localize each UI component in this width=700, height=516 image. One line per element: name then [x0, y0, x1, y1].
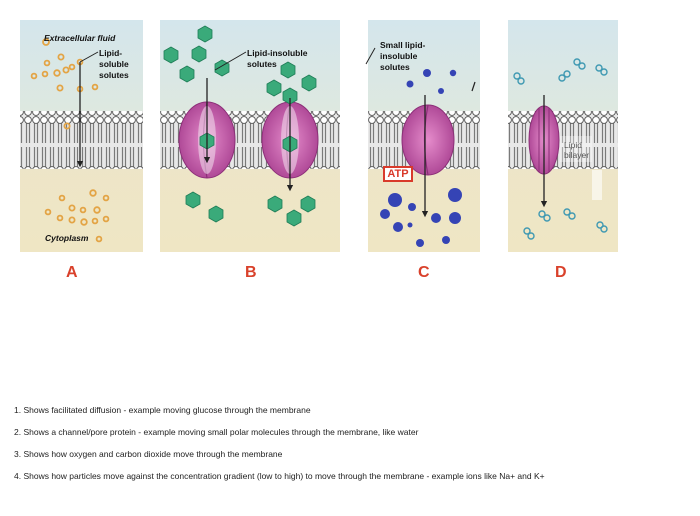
lipid-soluble-solutes-bottom — [44, 189, 110, 243]
panel-c — [365, 20, 480, 252]
panel-a-membrane — [20, 111, 143, 169]
statement-1: 1. Shows facilitated diffusion - example… — [14, 405, 311, 415]
small-lipid-insoluble-label-3: solutes — [380, 62, 410, 72]
carrier-protein — [401, 104, 455, 176]
small-lipid-insoluble-label-2: insoluble — [380, 51, 418, 61]
panel-label-b: B — [245, 264, 257, 281]
panel-label-a: A — [66, 264, 78, 281]
panel-a-pointer — [79, 51, 99, 63]
panel-c-pointer — [365, 47, 376, 65]
atp-badge: ATP — [383, 166, 413, 182]
small-lipid-insoluble-label-1: Small lipid- — [380, 40, 426, 50]
statement-list: 1. Shows facilitated diffusion - example… — [14, 404, 545, 492]
extracellular-fluid-label: Extracellular fluid — [44, 33, 116, 43]
statement-4: 4. Shows how particles move against the … — [14, 471, 545, 481]
lipid-soluble-label-1: Lipid- — [99, 48, 123, 58]
panel-b — [160, 20, 340, 252]
panel-d-membrane — [508, 111, 618, 169]
lipid-soluble-solutes-top — [30, 38, 99, 130]
panel-b-pointer — [214, 51, 247, 71]
cytoplasm-label: Cytoplasm — [45, 233, 89, 243]
statement-3: 3. Shows how oxygen and carbon dioxide m… — [14, 449, 283, 459]
gas-molecules — [513, 58, 608, 240]
statement-2: 2. Shows a channel/pore protein - exampl… — [14, 427, 419, 437]
small-solutes — [380, 69, 462, 247]
panel-label-d: D — [555, 264, 567, 281]
lipid-insoluble-label-1: Lipid-insoluble — [247, 48, 308, 58]
lipid-bilayer-label-2: bilayer — [564, 150, 590, 160]
panel-label-c: C — [418, 264, 430, 281]
lipid-bilayer-label-1: Lipid — [564, 140, 582, 150]
lipid-soluble-label-2: soluble — [99, 59, 129, 69]
lipid-soluble-label-3: solutes — [99, 70, 129, 80]
panel-c-tick — [471, 81, 476, 92]
lipid-bilayer-label-backdrop — [560, 136, 592, 162]
panel-d-highlight — [592, 170, 602, 200]
lipid-insoluble-label-2: solutes — [247, 59, 277, 69]
panel-d — [508, 20, 618, 252]
panel-a — [20, 20, 143, 252]
